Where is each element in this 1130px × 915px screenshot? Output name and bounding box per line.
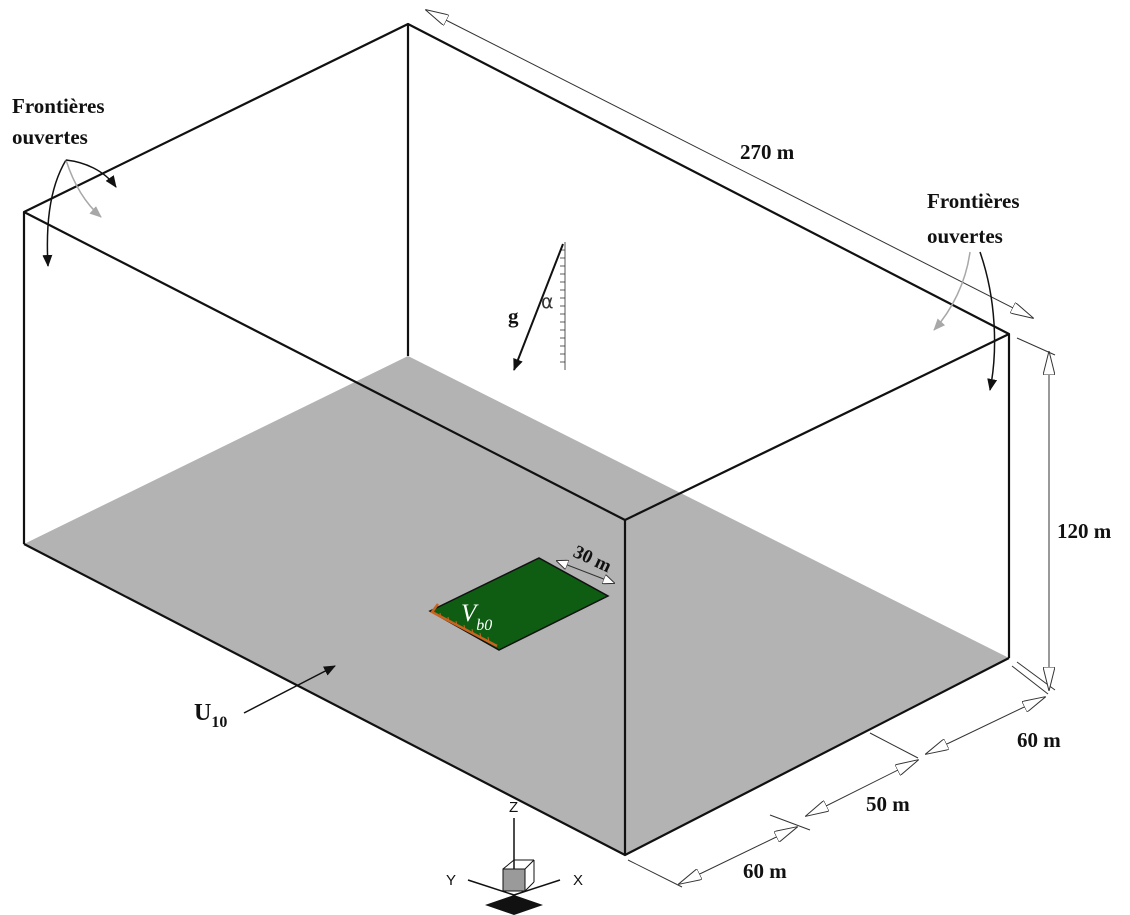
depth-label-1: 60 m — [1017, 728, 1061, 752]
length-label: 270 m — [740, 140, 795, 164]
depth-ext-3 — [769, 814, 811, 831]
gravity-ref-ticks — [560, 249, 565, 363]
box-edges — [22, 22, 1011, 857]
wind-label: U10 — [194, 700, 227, 731]
patch-width-arrow — [557, 561, 614, 583]
axis-y-label: Y — [446, 872, 456, 889]
open-boundary-right-arrow-1 — [933, 251, 971, 331]
length-arrow — [426, 10, 1033, 318]
depth-arrow-3 — [679, 827, 797, 884]
open-boundary-left-arrow-1 — [42, 159, 67, 267]
wind-arrow — [243, 665, 336, 714]
open-boundary-left-arrow-3 — [65, 159, 117, 188]
depth-arrow-1 — [926, 697, 1045, 754]
axis-x-label: X — [573, 872, 583, 889]
gravity-arrow — [513, 243, 564, 371]
axis-triad — [467, 818, 561, 915]
open-boundary-left-line2: ouvertes — [12, 125, 88, 149]
depth-label-2: 50 m — [866, 792, 910, 816]
velocity-label: Vb0 — [461, 600, 492, 634]
depth-label-3: 60 m — [743, 859, 787, 883]
open-boundary-right-arrow-2 — [979, 251, 998, 391]
gravity-label: g — [508, 304, 519, 328]
open-boundary-left-line1: Frontières — [12, 94, 105, 118]
height-label: 120 m — [1057, 519, 1112, 543]
depth-arrow-2 — [806, 760, 918, 816]
alpha-label: α — [541, 291, 554, 313]
depth-ext-1 — [1011, 665, 1049, 695]
open-boundary-right-line2: ouvertes — [927, 224, 1003, 248]
depth-ext-2 — [869, 732, 919, 759]
depth-ext-4 — [627, 859, 683, 888]
open-boundary-right-line1: Frontières — [927, 189, 1020, 213]
axis-z-label: Z — [509, 799, 518, 816]
open-boundary-left-arrow-2 — [65, 159, 102, 218]
